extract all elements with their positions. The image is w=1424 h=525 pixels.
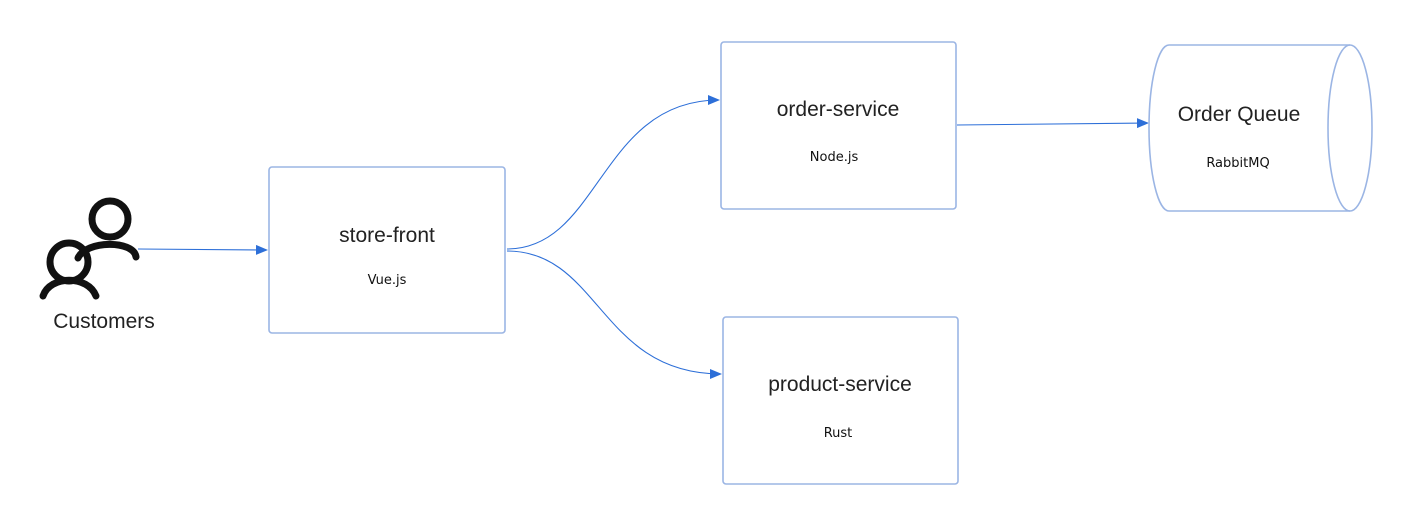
edge-store-front-to-order-service	[506, 95, 720, 250]
edge-order-service-to-order-queue	[956, 118, 1149, 129]
order-queue-subtitle: RabbitMQ	[1206, 156, 1269, 171]
product-service-subtitle: Rust	[824, 426, 853, 441]
edges	[137, 95, 1149, 379]
order-queue-cylinder-body	[1148, 44, 1373, 212]
customers-actor: Customers	[39, 197, 155, 333]
order-queue-title: Order Queue	[1178, 103, 1301, 126]
order-service-title: order-service	[777, 98, 900, 121]
edge-store-front-to-product-service	[506, 250, 722, 379]
store-front-subtitle: Vue.js	[368, 273, 407, 288]
customers-label: Customers	[53, 310, 155, 333]
order-service-subtitle: Node.js	[810, 150, 859, 165]
product-service-title: product-service	[768, 373, 912, 396]
edge-customers-to-store-front	[137, 244, 268, 255]
node-order-queue: Order Queue RabbitMQ	[1148, 44, 1373, 212]
store-front-box	[268, 166, 506, 334]
node-product-service: product-service Rust	[722, 316, 959, 485]
order-queue-cylinder-cap	[1327, 44, 1351, 212]
order-service-box	[720, 41, 957, 210]
users-icon	[39, 197, 140, 300]
node-store-front: store-front Vue.js	[268, 166, 506, 334]
node-order-service: order-service Node.js	[720, 41, 957, 210]
product-service-box	[722, 316, 959, 485]
store-front-title: store-front	[339, 224, 435, 247]
